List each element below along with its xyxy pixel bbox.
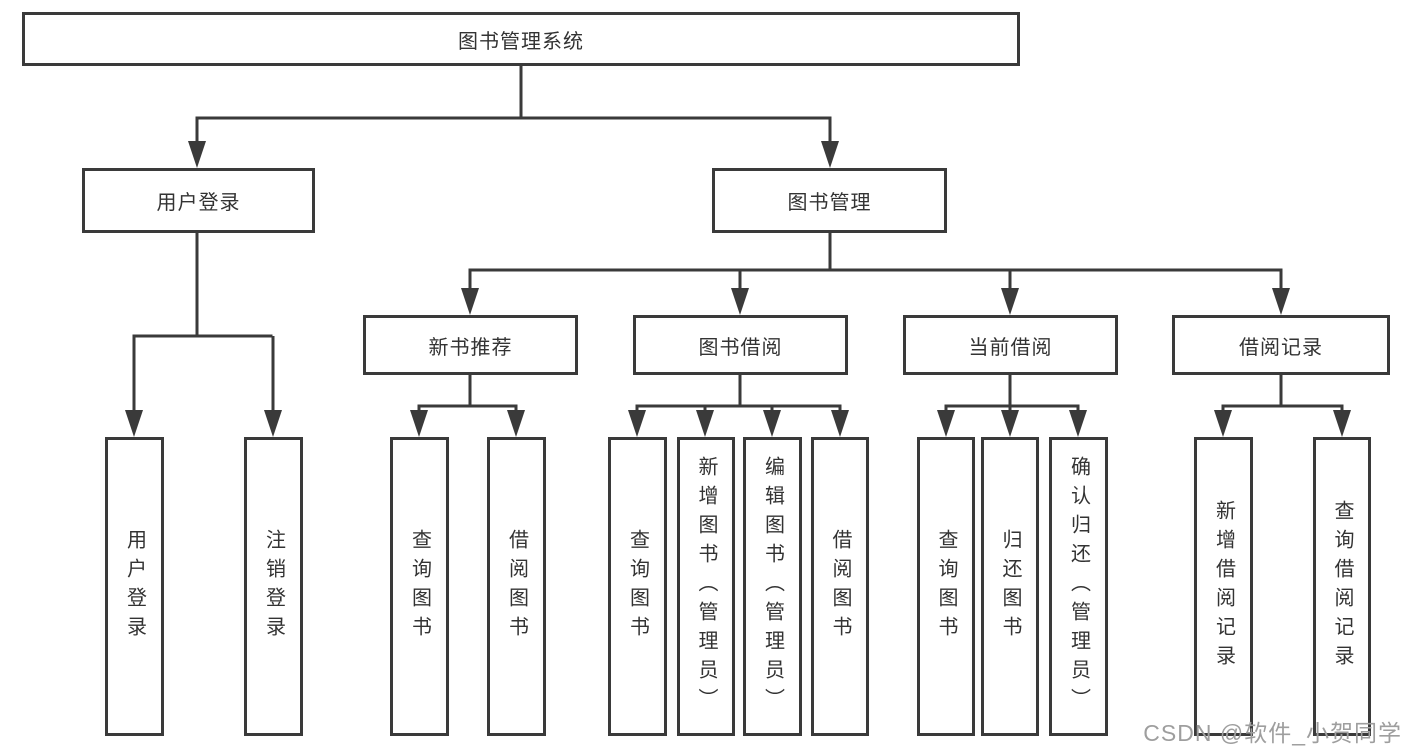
leaf-cb-query-book: 查询图书 — [917, 437, 975, 736]
leaf-bb-edit-book-admin-label: 编辑图书（管理员） — [761, 456, 784, 717]
node-current-borrow-label: 当前借阅 — [968, 336, 1053, 359]
node-user-login-label: 用户登录 — [156, 192, 241, 214]
leaf-nbr-borrow-book-label: 借阅图书 — [505, 528, 528, 645]
node-book-borrow: 图书借阅 — [633, 315, 848, 375]
leaf-nbr-borrow-book: 借阅图书 — [487, 437, 546, 736]
node-borrow-record-label: 借阅记录 — [1239, 336, 1323, 359]
leaf-br-add-record: 新增借阅记录 — [1194, 437, 1253, 736]
leaf-cb-query-book-label: 查询图书 — [935, 528, 957, 645]
leaf-nbr-query-book: 查询图书 — [390, 437, 449, 736]
node-book-borrow-label: 图书借阅 — [698, 336, 783, 359]
watermark: CSDN @软件_小贺同学 — [1143, 720, 1402, 746]
leaf-bb-add-book-admin-label: 新增图书（管理员） — [695, 456, 717, 717]
leaf-user-login-label: 用户登录 — [123, 528, 146, 645]
node-new-book-rec-label: 新书推荐 — [428, 336, 513, 359]
leaf-nbr-query-book-label: 查询图书 — [408, 528, 431, 645]
leaf-user-login: 用户登录 — [105, 437, 164, 736]
leaf-br-add-record-label: 新增借阅记录 — [1212, 499, 1235, 674]
leaf-cb-confirm-return-admin: 确认归还（管理员） — [1049, 437, 1108, 736]
leaf-logout-label: 注销登录 — [262, 528, 285, 645]
leaf-bb-add-book-admin: 新增图书（管理员） — [677, 437, 735, 736]
leaf-bb-borrow-book-label: 借阅图书 — [829, 528, 851, 645]
leaf-bb-query-book: 查询图书 — [608, 437, 667, 736]
leaf-bb-edit-book-admin: 编辑图书（管理员） — [743, 437, 802, 736]
leaf-br-query-record: 查询借阅记录 — [1313, 437, 1371, 736]
node-user-login: 用户登录 — [82, 168, 315, 233]
leaf-cb-return-book-label: 归还图书 — [999, 528, 1021, 645]
node-book-mgmt: 图书管理 — [712, 168, 947, 233]
node-borrow-record: 借阅记录 — [1172, 315, 1390, 375]
node-root: 图书管理系统 — [22, 12, 1020, 66]
node-book-mgmt-label: 图书管理 — [787, 192, 872, 214]
node-root-label: 图书管理系统 — [458, 30, 584, 53]
node-new-book-rec: 新书推荐 — [363, 315, 578, 375]
node-current-borrow: 当前借阅 — [903, 315, 1118, 375]
leaf-bb-query-book-label: 查询图书 — [626, 528, 649, 645]
leaf-logout: 注销登录 — [244, 437, 303, 736]
leaf-br-query-record-label: 查询借阅记录 — [1331, 499, 1353, 674]
leaf-cb-confirm-return-admin-label: 确认归还（管理员） — [1067, 456, 1090, 717]
leaf-cb-return-book: 归还图书 — [981, 437, 1039, 736]
leaf-bb-borrow-book: 借阅图书 — [811, 437, 869, 736]
